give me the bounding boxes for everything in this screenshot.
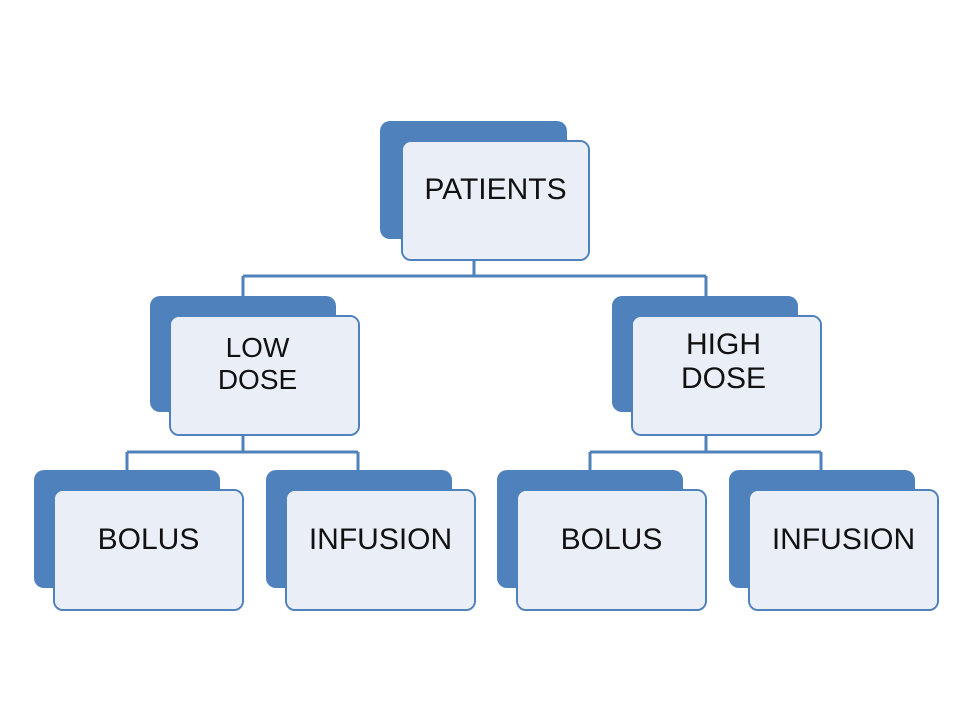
node-label: HIGH DOSE bbox=[680, 327, 767, 396]
node-card bbox=[401, 140, 590, 261]
node-card bbox=[53, 489, 244, 611]
node-patients: PATIENTS bbox=[380, 121, 590, 261]
node-infusion-low-dose: INFUSION bbox=[266, 470, 476, 612]
node-card bbox=[748, 489, 939, 611]
node-label: BOLUS bbox=[97, 522, 200, 556]
node-bolus-low-dose: BOLUS bbox=[34, 470, 244, 612]
node-card bbox=[631, 315, 822, 436]
node-card bbox=[169, 315, 360, 436]
node-label: PATIENTS bbox=[424, 172, 567, 206]
node-label: INFUSION bbox=[308, 522, 453, 556]
node-infusion-high-dose: INFUSION bbox=[729, 470, 939, 612]
node-low-dose: LOW DOSE bbox=[150, 296, 360, 436]
node-card bbox=[516, 489, 707, 611]
node-label: INFUSION bbox=[771, 522, 916, 556]
node-high-dose: HIGH DOSE bbox=[612, 296, 822, 436]
node-card bbox=[285, 489, 476, 611]
node-label: LOW DOSE bbox=[217, 331, 298, 395]
node-label: BOLUS bbox=[560, 522, 663, 556]
node-bolus-high-dose: BOLUS bbox=[497, 470, 707, 612]
